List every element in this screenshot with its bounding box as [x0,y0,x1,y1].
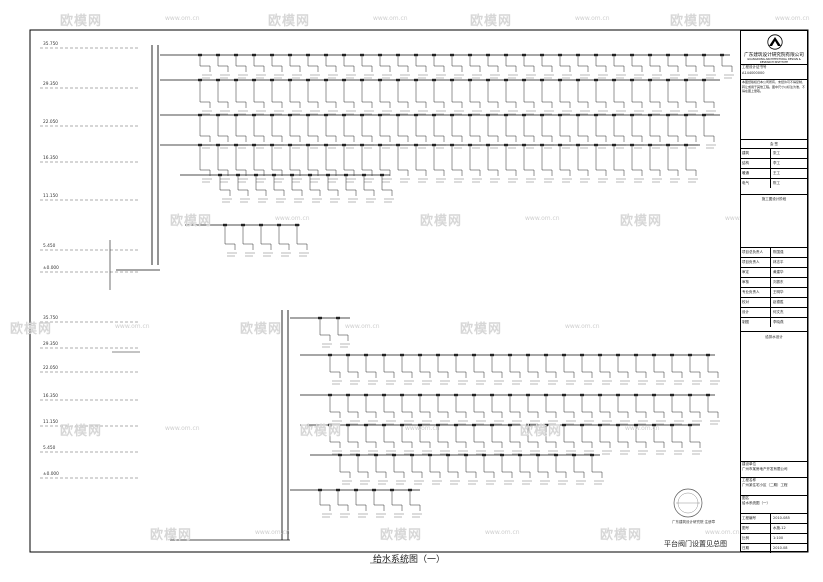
row-key: 审定 [741,268,771,277]
copyright-notice: 本图纸版权归本公司所有，未经许可不得复制、转让或用于其他工程。图中尺寸以标注为准… [741,79,807,127]
row-value: 李工 [773,161,780,165]
piping-diagram [40,45,734,564]
people-rows: 项目总负责人陈国强项目负责人林志平审定黄建华审核刘振东专业负责人王明华校对赵德胜… [741,247,807,327]
row-key: 比例 [741,534,771,543]
row-value: 李晓燕 [773,320,784,324]
row-value: 王工 [773,171,780,175]
row-value: 王明华 [773,290,784,294]
elevation-label: 11.150 [43,420,59,425]
elevation-label: 11.150 [43,194,59,199]
row-key: 暖通 [741,169,771,178]
row-key: 制图 [741,318,771,327]
title-block-row: 暖通王工 [741,168,807,178]
name-value: 广州某住宅小区（二期）工程 [742,483,788,487]
row-key: 图号 [741,524,771,533]
row-key: 建筑 [741,149,771,158]
drawing-frame [29,29,809,553]
row-key: 结构 [741,159,771,168]
row-value: 黄建华 [773,270,784,274]
elevation-label: 29.350 [43,342,59,347]
row-value: 陈工 [773,181,780,185]
title-block-row: 制图李晓燕 [741,317,807,327]
elevation-label: 35.750 [43,316,59,321]
title-block: 广东建筑设计研究院有限公司 GUANGDONG ARCHITECTURAL DE… [740,30,808,553]
elevation-label: 16.350 [43,394,59,399]
row-key: 专业负责人 [741,288,771,297]
company-logo-icon [767,34,783,50]
elevation-label: 22.050 [43,366,59,371]
company-name-en: GUANGDONG ARCHITECTURAL DESIGN & RESEARC… [747,58,801,64]
title-block-row: 设计何文杰 [741,307,807,317]
row-value: 赵德胜 [773,300,784,304]
project-label: 建设单位 [741,461,807,467]
row-value: 林志平 [773,260,784,264]
elevation-label: 5.450 [43,446,56,451]
row-key: 审核 [741,278,771,287]
drawing-title: 给水系统图（一） [373,555,446,565]
cert-label: 工程设计证书号 [741,64,807,71]
row-value: 张工 [773,151,780,155]
approval-title: 会 签 [741,139,807,148]
title-block-row: 项目负责人林志平 [741,257,807,267]
stage-label: 施工图设计阶段 [741,194,807,212]
sheet-label: 图名 [741,495,807,501]
row-key: 设计 [741,308,771,317]
row-value: 何文杰 [773,310,784,314]
title-block-row: 审定黄建华 [741,267,807,277]
title-block-row: 审核刘振东 [741,277,807,287]
row-value: 水施-12 [773,526,786,530]
seal-text: 广东建筑设计研究院 注册章 [672,520,716,524]
company-name: 广东建筑设计研究院有限公司 [744,53,804,58]
row-key: 校对 [741,298,771,307]
row-value: 陈国强 [773,250,784,254]
sheet-value: 给水系统图（一） [742,501,770,505]
registration-seal [673,488,703,518]
elevation-label: 5.450 [43,244,56,249]
elevation-label: 16.350 [43,156,59,161]
row-value: 刘振东 [773,280,784,284]
elevation-label: 22.050 [43,120,59,125]
row-key: 工程编号 [741,514,771,523]
elevation-label: 35.750 [43,42,59,47]
title-block-row: 结构李工 [741,158,807,168]
cert-value: A144000000 [742,71,765,75]
approval-rows: 建筑张工结构李工暖通王工电气陈工 [741,148,807,188]
title-block-row: 电气陈工 [741,178,807,188]
elevation-label: 29.350 [43,82,59,87]
title-block-row: 专业负责人王明华 [741,287,807,297]
row-value: 2010-085 [773,516,790,520]
bottom-note: 平台阀门设置见总图 [664,540,727,548]
elevation-label: ±0.000 [43,472,59,477]
row-key: 日期 [741,544,771,553]
elevation-label: ±0.000 [43,266,59,271]
title-block-row: 校对赵德胜 [741,297,807,307]
title-block-row: 项目总负责人陈国强 [741,247,807,257]
section-label: 给排水设计 [741,331,807,345]
row-key: 项目负责人 [741,258,771,267]
title-block-row: 建筑张工 [741,148,807,158]
row-value: 1:100 [773,536,784,540]
project-value: 广州市某房地产开发有限公司 [742,467,788,471]
name-label: 工程名称 [741,477,807,483]
title-block-row: 图号水施-12 [741,523,807,533]
row-key: 电气 [741,179,771,188]
row-key: 项目总负责人 [741,248,771,257]
row-value: 2010.08 [773,546,788,550]
